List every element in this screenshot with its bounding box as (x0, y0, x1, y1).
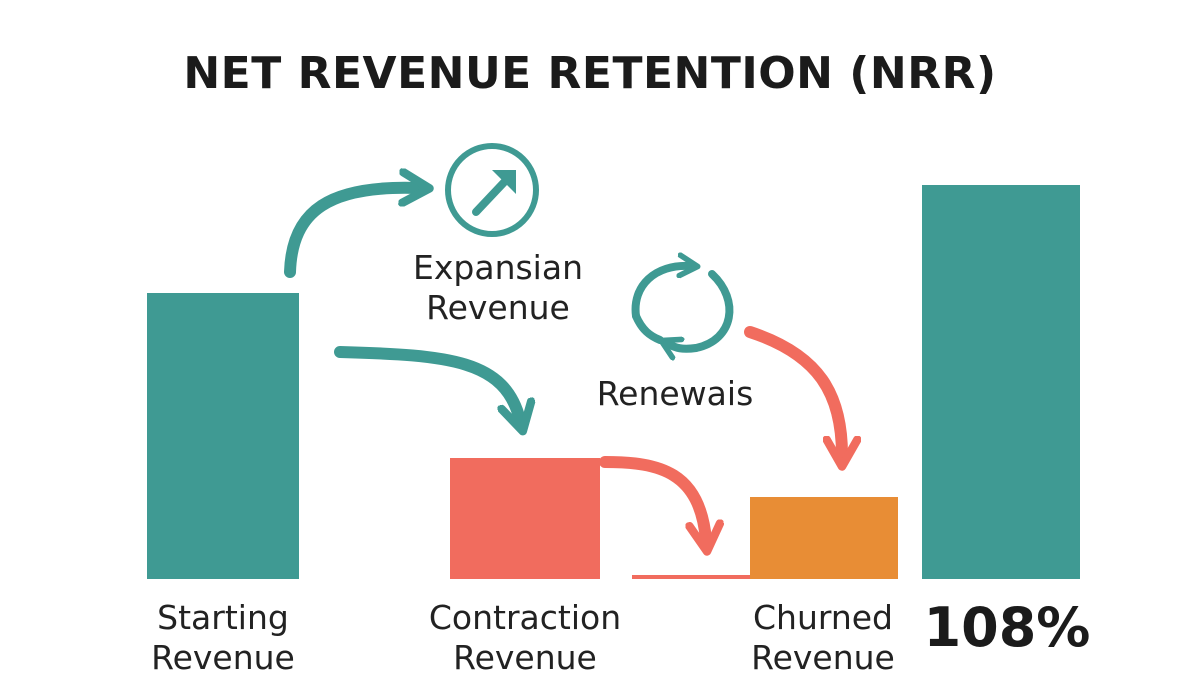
contraction-revenue-label: Contraction Revenue (428, 598, 622, 677)
contraction-flow-arrow (334, 346, 520, 420)
starting-revenue-label: Starting Revenue (151, 598, 295, 677)
churned-revenue-label: Churned Revenue (751, 598, 895, 677)
contraction-revenue-bar (450, 458, 600, 579)
churned-revenue-bar (750, 497, 898, 579)
expansion-revenue-label: Expansian Revenue (413, 248, 583, 327)
page-title: NET REVENUE RETENTION (NRR) (183, 48, 997, 99)
expansion-icon (445, 143, 539, 237)
expansion-flow-arrow (284, 188, 418, 278)
ending-nrr-bar (922, 185, 1080, 579)
nrr-value: 108% (923, 596, 1091, 659)
churn-flow-arrow (744, 326, 842, 455)
contraction-to-churn-arrow (599, 456, 706, 540)
contraction-baseline (632, 575, 752, 579)
starting-revenue-bar (147, 293, 299, 579)
renewals-label: Renewais (596, 374, 754, 413)
renewals-icon (631, 266, 734, 349)
